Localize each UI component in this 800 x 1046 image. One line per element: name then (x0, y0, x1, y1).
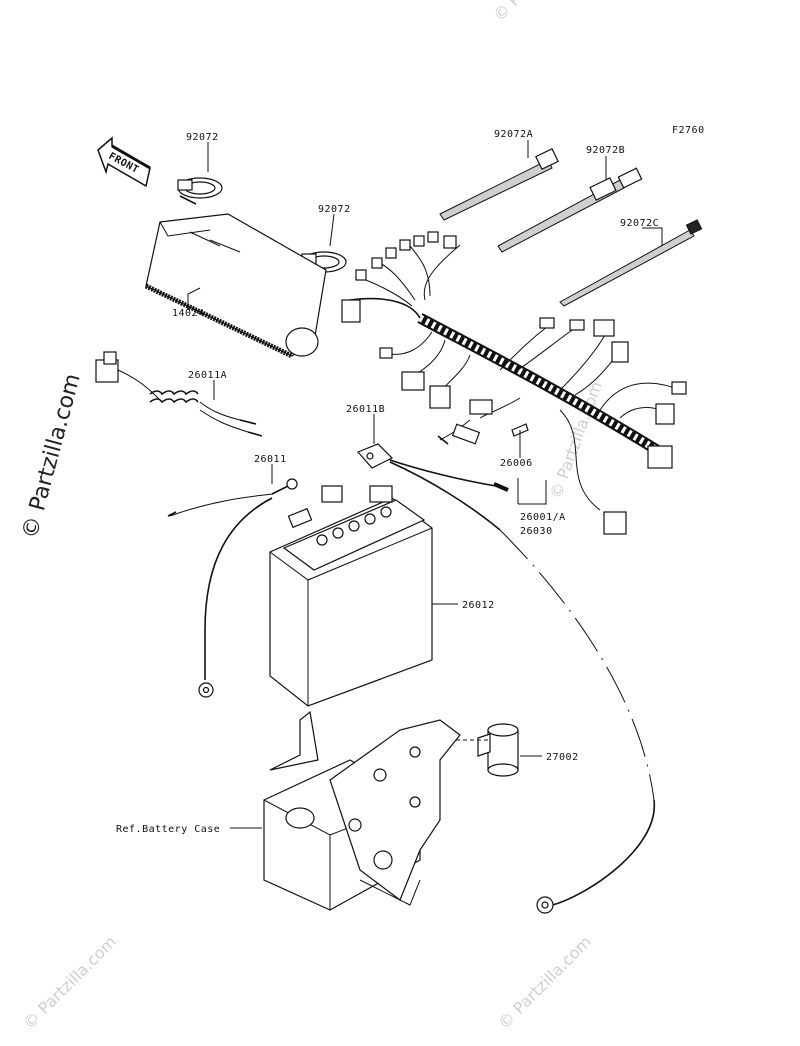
callout-92072-lower: 92072 (318, 204, 351, 215)
connector-coupler (401, 371, 425, 391)
cable-26011B (356, 443, 655, 914)
relay-27002 (420, 723, 519, 777)
callout-labels: 92072 92072 92072A 92072B 92072C 14024 2… (116, 129, 659, 835)
watermark-side: © Partzilla.com (18, 371, 86, 541)
watermark-bottom-left: © Partzilla.com (19, 932, 120, 1033)
watermark-top-left: © Partzilla.com (0, 0, 82, 17)
battery-26012 (269, 485, 433, 707)
watermark-bottom-right: © Partzilla.com (494, 932, 595, 1033)
callout-92072A: 92072A (494, 129, 533, 140)
cable-26011 (167, 478, 298, 698)
main-harness (341, 231, 687, 535)
callout-26011: 26011 (254, 454, 287, 465)
cover-14024 (144, 213, 327, 359)
callout-92072B: 92072B (586, 145, 625, 156)
tie-92072B (497, 167, 643, 253)
battery-case (263, 710, 461, 911)
connector-left (341, 299, 361, 323)
callout-27002: 27002 (546, 752, 579, 763)
callout-26006: 26006 (500, 458, 533, 469)
connector-right-bottom (647, 445, 673, 469)
front-arrow-icon: FRONT (97, 136, 151, 188)
callout-92072-upper: 92072 (186, 132, 219, 143)
clamp-92072-upper (177, 177, 223, 205)
callout-26011B: 26011B (346, 404, 385, 415)
callout-26001A: 26001/A (520, 512, 566, 523)
callout-26012: 26012 (462, 600, 495, 611)
tie-92072A (439, 147, 559, 221)
leader-lines (187, 140, 663, 829)
callout-14024: 14024 (172, 308, 205, 319)
callout-92072C: 92072C (620, 218, 659, 229)
callout-26030: 26030 (520, 526, 553, 537)
callout-26011A: 26011A (188, 370, 227, 381)
callout-ref-battery-case: Ref.Battery Case (116, 824, 220, 835)
watermark-top-right: © Partzilla.com (489, 0, 590, 25)
tie-92072C (559, 219, 703, 307)
subharness-26011A (95, 351, 263, 437)
figure-code: F2760 (672, 125, 705, 136)
